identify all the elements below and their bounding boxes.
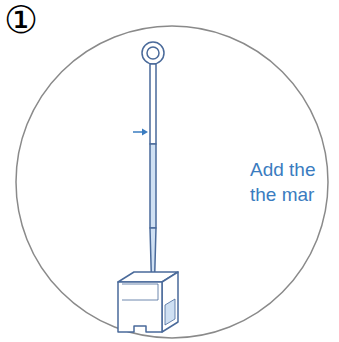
step-instruction: Add the [248,159,316,182]
fill-mark-arrow [133,129,148,136]
frame-circle [16,26,328,338]
pipette [142,42,164,300]
cuvette [118,272,178,332]
step-number: ① [4,0,38,42]
step-instruction: the mar [248,184,314,207]
